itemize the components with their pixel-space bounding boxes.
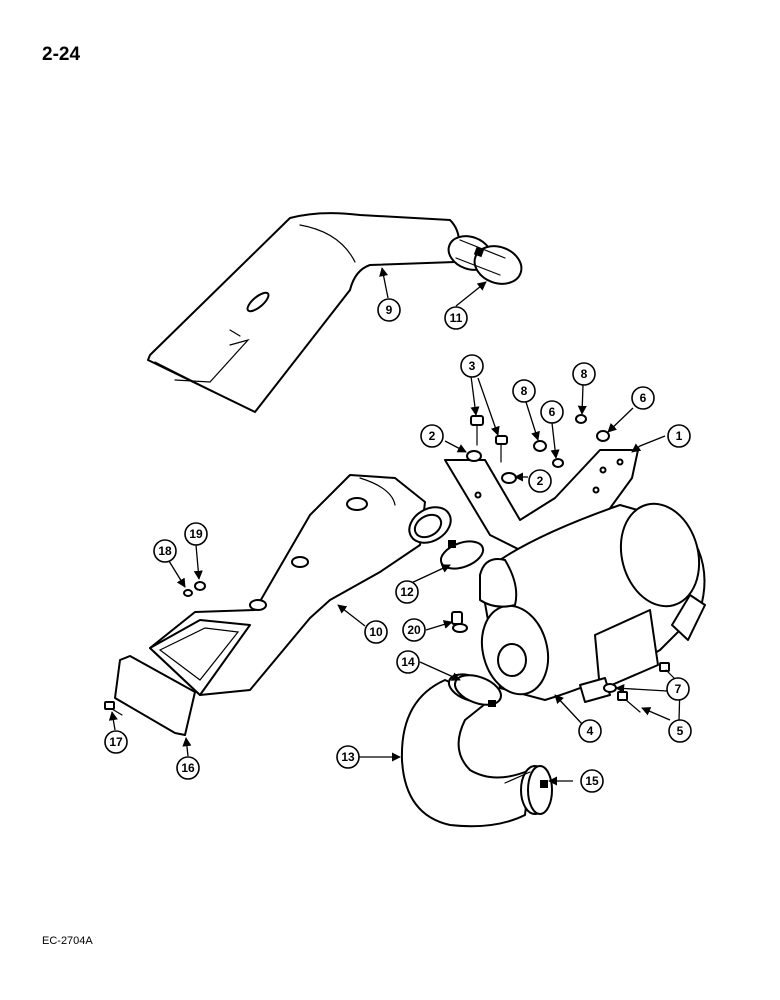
svg-text:16: 16 xyxy=(181,761,195,775)
svg-text:3: 3 xyxy=(469,359,476,373)
small-nut xyxy=(194,581,206,591)
svg-text:8: 8 xyxy=(581,367,588,381)
callout-2b: 2 xyxy=(528,469,552,493)
callout-13: 13 xyxy=(336,745,360,769)
callout-20: 20 xyxy=(402,618,426,642)
svg-text:6: 6 xyxy=(640,391,647,405)
callout-6b: 6 xyxy=(631,386,655,410)
svg-text:15: 15 xyxy=(585,774,599,788)
svg-text:2: 2 xyxy=(429,429,436,443)
restriction-indicator xyxy=(451,611,468,633)
leader-lines xyxy=(108,267,685,786)
small-screw xyxy=(104,701,123,716)
page-number: 2-24 xyxy=(42,44,81,65)
callout-5: 5 xyxy=(668,719,692,743)
svg-text:8: 8 xyxy=(521,384,528,398)
callout-3: 3 xyxy=(460,354,484,378)
bracket-fasteners xyxy=(466,414,610,484)
svg-text:6: 6 xyxy=(549,405,556,419)
callout-14: 14 xyxy=(396,650,420,674)
svg-text:5: 5 xyxy=(677,724,684,738)
svg-text:20: 20 xyxy=(407,623,421,637)
callout-15: 15 xyxy=(580,769,604,793)
lower-air-duct xyxy=(149,474,452,696)
hose-clamp-middle xyxy=(439,540,485,570)
svg-text:12: 12 xyxy=(400,585,414,599)
callout-17: 17 xyxy=(104,730,128,754)
svg-text:7: 7 xyxy=(675,682,682,696)
air-cleaner-canister xyxy=(479,502,706,703)
callout-18: 18 xyxy=(153,539,177,563)
callout-8b: 8 xyxy=(572,362,596,386)
svg-text:14: 14 xyxy=(401,655,415,669)
svg-text:19: 19 xyxy=(189,527,203,541)
callout-8a: 8 xyxy=(512,379,536,403)
callout-9: 9 xyxy=(377,298,401,322)
hose-clamp-14 xyxy=(454,674,502,707)
callout-4: 4 xyxy=(578,719,602,743)
small-washer xyxy=(183,589,193,597)
callout-7: 7 xyxy=(666,677,690,701)
svg-text:17: 17 xyxy=(109,735,123,749)
callout-6a: 6 xyxy=(540,400,564,424)
figure-code: EC-2704A xyxy=(42,935,93,947)
svg-text:10: 10 xyxy=(369,625,383,639)
callout-16: 16 xyxy=(176,756,200,780)
svg-text:11: 11 xyxy=(450,311,463,325)
hose-clamp-upper xyxy=(447,235,523,285)
upper-air-duct xyxy=(147,212,460,413)
callout-11: 11 xyxy=(444,306,468,330)
svg-text:9: 9 xyxy=(386,303,393,317)
callout-1: 1 xyxy=(667,424,691,448)
callout-12: 12 xyxy=(395,580,419,604)
svg-text:13: 13 xyxy=(341,750,355,764)
cover-plate xyxy=(114,655,196,736)
callout-19: 19 xyxy=(184,522,208,546)
callout-2a: 2 xyxy=(420,424,444,448)
svg-text:18: 18 xyxy=(158,544,172,558)
svg-text:2: 2 xyxy=(537,474,544,488)
svg-text:1: 1 xyxy=(676,429,683,443)
hose-clamp-15 xyxy=(527,765,553,815)
svg-text:4: 4 xyxy=(587,724,594,738)
canister-mount-bolts xyxy=(603,662,681,713)
callout-10: 10 xyxy=(364,620,388,644)
